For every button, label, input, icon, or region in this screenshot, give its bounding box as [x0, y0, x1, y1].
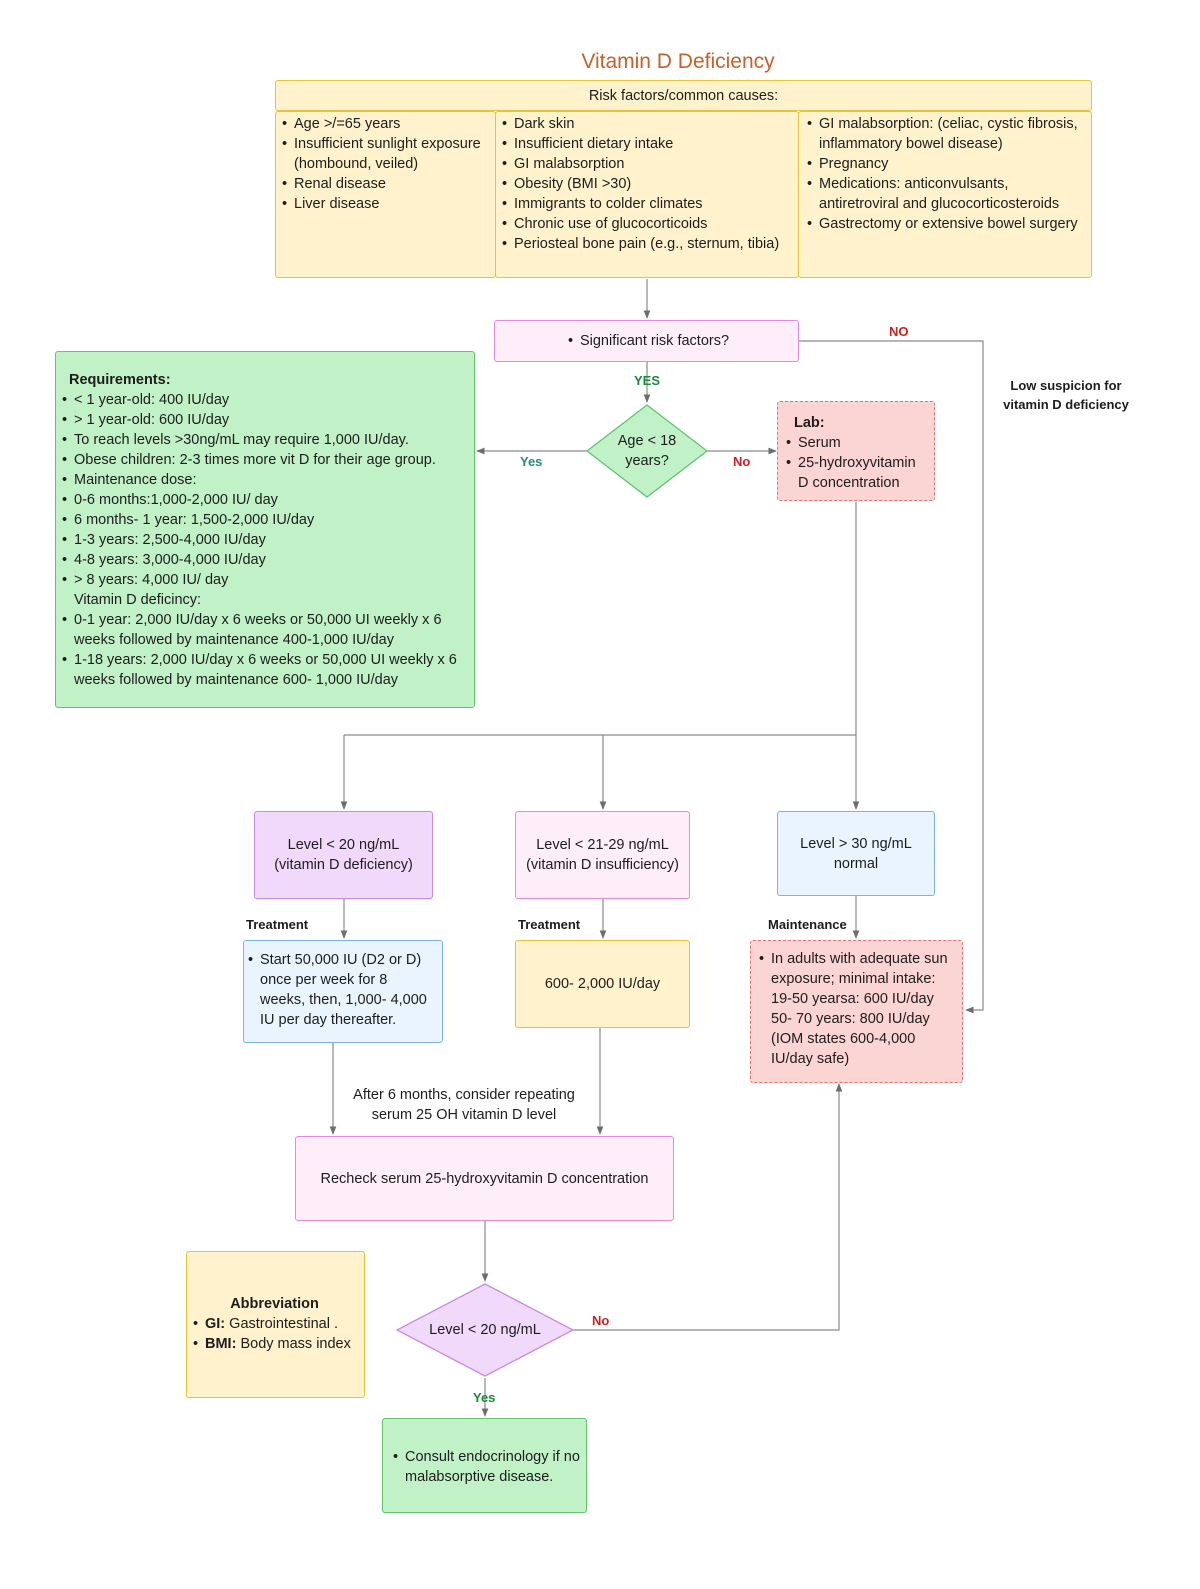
- requirement-item: To reach levels >30ng/mL may require 1,0…: [58, 430, 468, 450]
- requirement-item: 4-8 years: 3,000-4,000 IU/day: [58, 550, 468, 570]
- abbreviation-gi: GI: Gastrointestinal .: [189, 1314, 360, 1334]
- requirement-item: Obese children: 2-3 times more vit D for…: [58, 450, 468, 470]
- level-insufficiency-box: Level < 21-29 ng/mL (vitamin D insuffici…: [515, 811, 690, 899]
- requirement-item: 0-6 months:1,000-2,000 IU/ day: [58, 490, 468, 510]
- treatment-deficiency-text: Start 50,000 IU (D2 or D) once per week …: [244, 950, 436, 1030]
- level-deficiency-box: Level < 20 ng/mL (vitamin D deficiency): [254, 811, 433, 899]
- risk-item: Immigrants to colder climates: [498, 194, 794, 214]
- low-suspicion-label: Low suspicion for vitamin D deficiency: [1003, 378, 1129, 412]
- label-yes-bottom: Yes: [473, 1390, 496, 1405]
- risk-column-2: Dark skin Insufficient dietary intake GI…: [495, 111, 799, 278]
- risk-item: Gastrectomy or extensive bowel surgery: [803, 214, 1085, 234]
- label-no-bottom: No: [592, 1313, 610, 1328]
- arrow-level-no-maintenance: [573, 1083, 843, 1331]
- age-decision-diamond: [585, 404, 709, 498]
- risk-header-text: Risk factors/common causes:: [588, 87, 779, 104]
- requirement-subheading: Vitamin D deficincy:: [74, 592, 202, 608]
- label-yes-age: Yes: [520, 454, 543, 469]
- abbreviation-bmi-def: Body mass index: [240, 1336, 351, 1352]
- arrow-no-low-suspicion: [799, 340, 984, 1014]
- lab-title: Lab:: [794, 415, 825, 431]
- treatment-deficiency-box: Start 50,000 IU (D2 or D) once per week …: [243, 940, 443, 1043]
- page-title: Vitamin D Deficiency: [581, 50, 775, 73]
- requirement-item: > 1 year-old: 600 IU/day: [58, 410, 468, 430]
- maintenance-text: In adults with adequate sun exposure; mi…: [755, 949, 956, 1069]
- risk-item: Obesity (BMI >30): [498, 174, 794, 194]
- treatment-insufficiency-box: 600- 2,000 IU/day: [515, 940, 690, 1028]
- requirement-item: 1-18 years: 2,000 IU/day x 6 weeks or 50…: [58, 650, 468, 690]
- abbreviation-box: Abbreviation GI: Gastrointestinal . BMI:…: [186, 1251, 365, 1398]
- label-maintenance: Maintenance: [768, 917, 847, 932]
- label-no-age: No: [733, 454, 751, 469]
- risk-column-3: GI malabsorption: (celiac, cystic fibros…: [798, 111, 1092, 278]
- requirements-box: Requirements: < 1 year-old: 400 IU/day >…: [55, 351, 475, 708]
- abbreviation-bmi: BMI: Body mass index: [189, 1334, 360, 1354]
- level-decision-diamond: [395, 1283, 575, 1377]
- risk-item: Insufficient sunlight exposure (hombound…: [278, 134, 489, 174]
- abbreviation-gi-term: GI:: [205, 1316, 226, 1332]
- label-no-top: NO: [889, 324, 909, 339]
- level-normal-text: Level > 30 ng/mL normal: [800, 835, 912, 872]
- consult-text: Consult endocrinology if no malabsorptiv…: [389, 1447, 580, 1487]
- abbreviation-gi-def: Gastrointestinal .: [229, 1316, 338, 1332]
- consult-box: Consult endocrinology if no malabsorptiv…: [382, 1418, 587, 1513]
- significant-risk-text: Significant risk factors?: [564, 331, 729, 351]
- recheck-box: Recheck serum 25-hydroxyvitamin D concen…: [295, 1136, 674, 1221]
- requirement-item: 6 months- 1 year: 1,500-2,000 IU/day: [58, 510, 468, 530]
- level-insufficiency-text: Level < 21-29 ng/mL (vitamin D insuffici…: [526, 837, 679, 873]
- risk-item: Pregnancy: [803, 154, 1085, 174]
- risk-item: GI malabsorption: [498, 154, 794, 174]
- requirement-item: > 8 years: 4,000 IU/ day: [58, 570, 468, 590]
- lab-item: Serum: [782, 433, 930, 453]
- recheck-text: Recheck serum 25-hydroxyvitamin D concen…: [320, 1170, 649, 1187]
- requirement-item: 0-1 year: 2,000 IU/day x 6 weeks or 50,0…: [58, 610, 468, 650]
- risk-item: Periosteal bone pain (e.g., sternum, tib…: [498, 234, 794, 254]
- risk-item: Dark skin: [498, 114, 794, 134]
- maintenance-box: In adults with adequate sun exposure; mi…: [750, 940, 963, 1083]
- risk-item: Medications: anticonvulsants, antiretrov…: [803, 174, 1085, 214]
- risk-item: Chronic use of glucocorticoids: [498, 214, 794, 234]
- lab-item: 25-hydroxyvitamin D concentration: [782, 453, 930, 493]
- level-decision-text: Level < 20 ng/mL: [429, 1322, 541, 1338]
- requirement-item: Maintenance dose:: [58, 470, 468, 490]
- label-treatment-2: Treatment: [518, 917, 581, 932]
- risk-item: GI malabsorption: (celiac, cystic fibros…: [803, 114, 1085, 154]
- label-treatment-1: Treatment: [246, 917, 309, 932]
- abbreviation-title: Abbreviation: [230, 1296, 319, 1312]
- risk-item: Age >/=65 years: [278, 114, 489, 134]
- risk-item: Renal disease: [278, 174, 489, 194]
- requirement-item: < 1 year-old: 400 IU/day: [58, 390, 468, 410]
- treatment-insufficiency-text: 600- 2,000 IU/day: [544, 976, 661, 992]
- label-yes-top: YES: [634, 373, 661, 388]
- lab-box: Lab: Serum 25-hydroxyvitamin D concentra…: [777, 401, 935, 501]
- abbreviation-bmi-term: BMI:: [205, 1336, 237, 1352]
- level-normal-box: Level > 30 ng/mL normal: [777, 811, 935, 896]
- requirement-item: 1-3 years: 2,500-4,000 IU/day: [58, 530, 468, 550]
- risk-column-1: Age >/=65 years Insufficient sunlight ex…: [275, 111, 496, 278]
- risk-item: Liver disease: [278, 194, 489, 214]
- level-deficiency-text: Level < 20 ng/mL (vitamin D deficiency): [274, 837, 413, 873]
- repeat-note: After 6 months, consider repeating serum…: [353, 1087, 575, 1123]
- significant-risk-box: Significant risk factors?: [494, 320, 799, 362]
- age-decision-text: Age < 18 years?: [617, 433, 677, 469]
- risk-item: Insufficient dietary intake: [498, 134, 794, 154]
- requirements-title: Requirements:: [69, 372, 171, 388]
- risk-header: Risk factors/common causes:: [275, 80, 1092, 111]
